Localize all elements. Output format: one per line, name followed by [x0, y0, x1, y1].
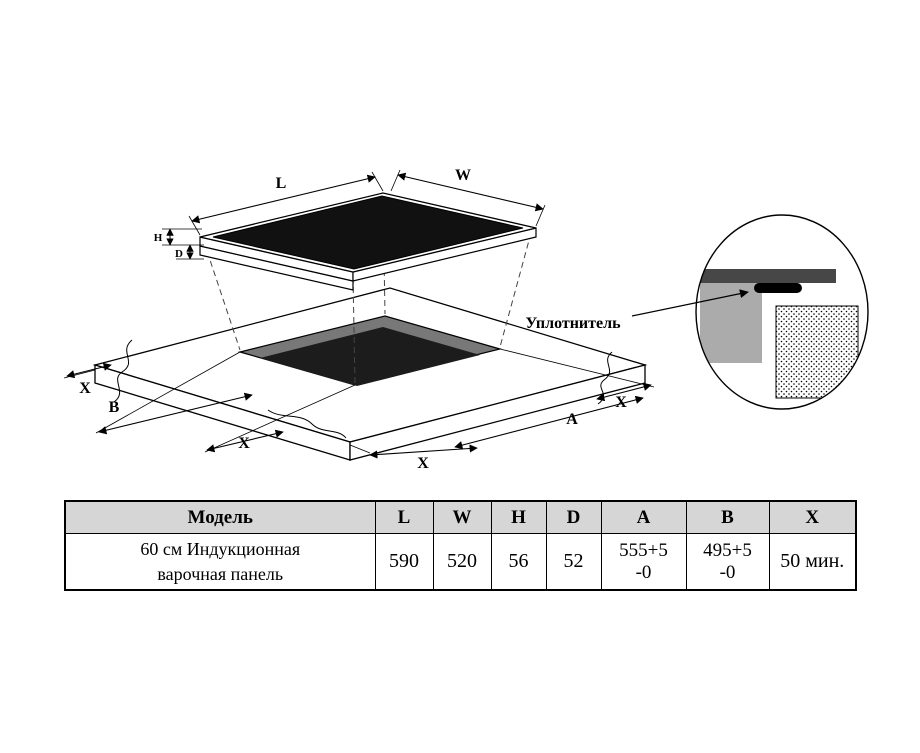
dim-label-A: A [566, 411, 578, 428]
dimension-line-X-bottom-left [206, 429, 284, 453]
dimension-line-W [397, 172, 544, 212]
dim-label-X-right: X [615, 394, 627, 411]
projection-line [382, 199, 386, 315]
cell-A: 555+5 -0 [600, 533, 687, 591]
header-H: H [490, 500, 547, 534]
extension-line [499, 348, 655, 388]
seal-label: Уплотнитель [525, 315, 621, 332]
header-model: Модель [64, 500, 376, 534]
seal-detail-callout: Уплотнитель [525, 214, 869, 410]
countertop-dimensions: X B X X A X [63, 348, 655, 472]
cutout-floor [260, 327, 480, 386]
dim-label-B: B [109, 399, 120, 416]
model-name-line1: 60 см Индукционная [140, 539, 301, 560]
cell-L: 590 [374, 533, 434, 591]
extension-line [390, 169, 401, 192]
dimension-line-L [191, 174, 376, 224]
extension-line [63, 369, 96, 379]
cell-model: 60 см Индукционная варочная панель [64, 533, 376, 591]
spec-table-header-row: Модель L W H D A B X [64, 500, 857, 534]
countertop [92, 287, 648, 461]
cell-D: 52 [545, 533, 602, 591]
cell-W: 520 [432, 533, 492, 591]
dimension-H-D: H D [154, 228, 204, 260]
dim-label-X-bottom: X [417, 455, 429, 472]
spec-table: Модель L W H D A B X 60 см Индукционная … [64, 500, 857, 591]
extension-line [349, 444, 371, 454]
seal-pointer-arrow [631, 289, 749, 317]
cooktop-panel [199, 192, 537, 291]
header-W: W [432, 500, 492, 534]
dim-label-X-left: X [79, 380, 91, 397]
projection-lines [203, 199, 532, 384]
countertop-cross-section [775, 305, 859, 399]
projection-line [352, 276, 356, 384]
break-line-front [267, 409, 347, 439]
model-name-line2: варочная панель [157, 563, 284, 584]
cabinet-cross-section [700, 283, 762, 363]
dimension-line-X-right [596, 382, 652, 402]
dim-label-H: H [154, 232, 163, 244]
cell-B: 495+5 -0 [685, 533, 770, 591]
dimension-line-X-left [66, 362, 112, 379]
dim-label-W: W [455, 167, 471, 184]
detail-circle [695, 214, 869, 410]
header-L: L [374, 500, 434, 534]
dimension-line-A [454, 395, 644, 450]
extension-line [371, 171, 384, 192]
extension-line [188, 215, 201, 236]
dimension-L: L [188, 171, 384, 236]
dim-label-X-bottom-left: X [238, 435, 250, 452]
dimension-line-B [98, 392, 253, 435]
header-D: D [545, 500, 602, 534]
cell-H: 56 [490, 533, 547, 591]
dimension-W: W [390, 167, 546, 227]
projection-line [203, 241, 241, 351]
cell-A-line1: 555+5 [619, 539, 668, 561]
cell-A-line2: -0 [635, 561, 652, 583]
cell-X: 50 мин. [768, 533, 857, 591]
seal-gasket [754, 283, 802, 293]
header-X: X [768, 500, 857, 534]
dimension-line-X-bottom [369, 444, 478, 459]
dim-label-D: D [175, 248, 183, 260]
cooktop-cross-section [696, 269, 836, 283]
installation-diagram: L W H D X [63, 167, 869, 472]
header-A: A [600, 500, 687, 534]
spec-table-row: 60 см Индукционная варочная панель 590 5… [64, 533, 857, 591]
dim-label-L: L [276, 175, 287, 192]
cell-B-line1: 495+5 [703, 539, 752, 561]
cell-B-line2: -0 [719, 561, 736, 583]
header-B: B [685, 500, 770, 534]
